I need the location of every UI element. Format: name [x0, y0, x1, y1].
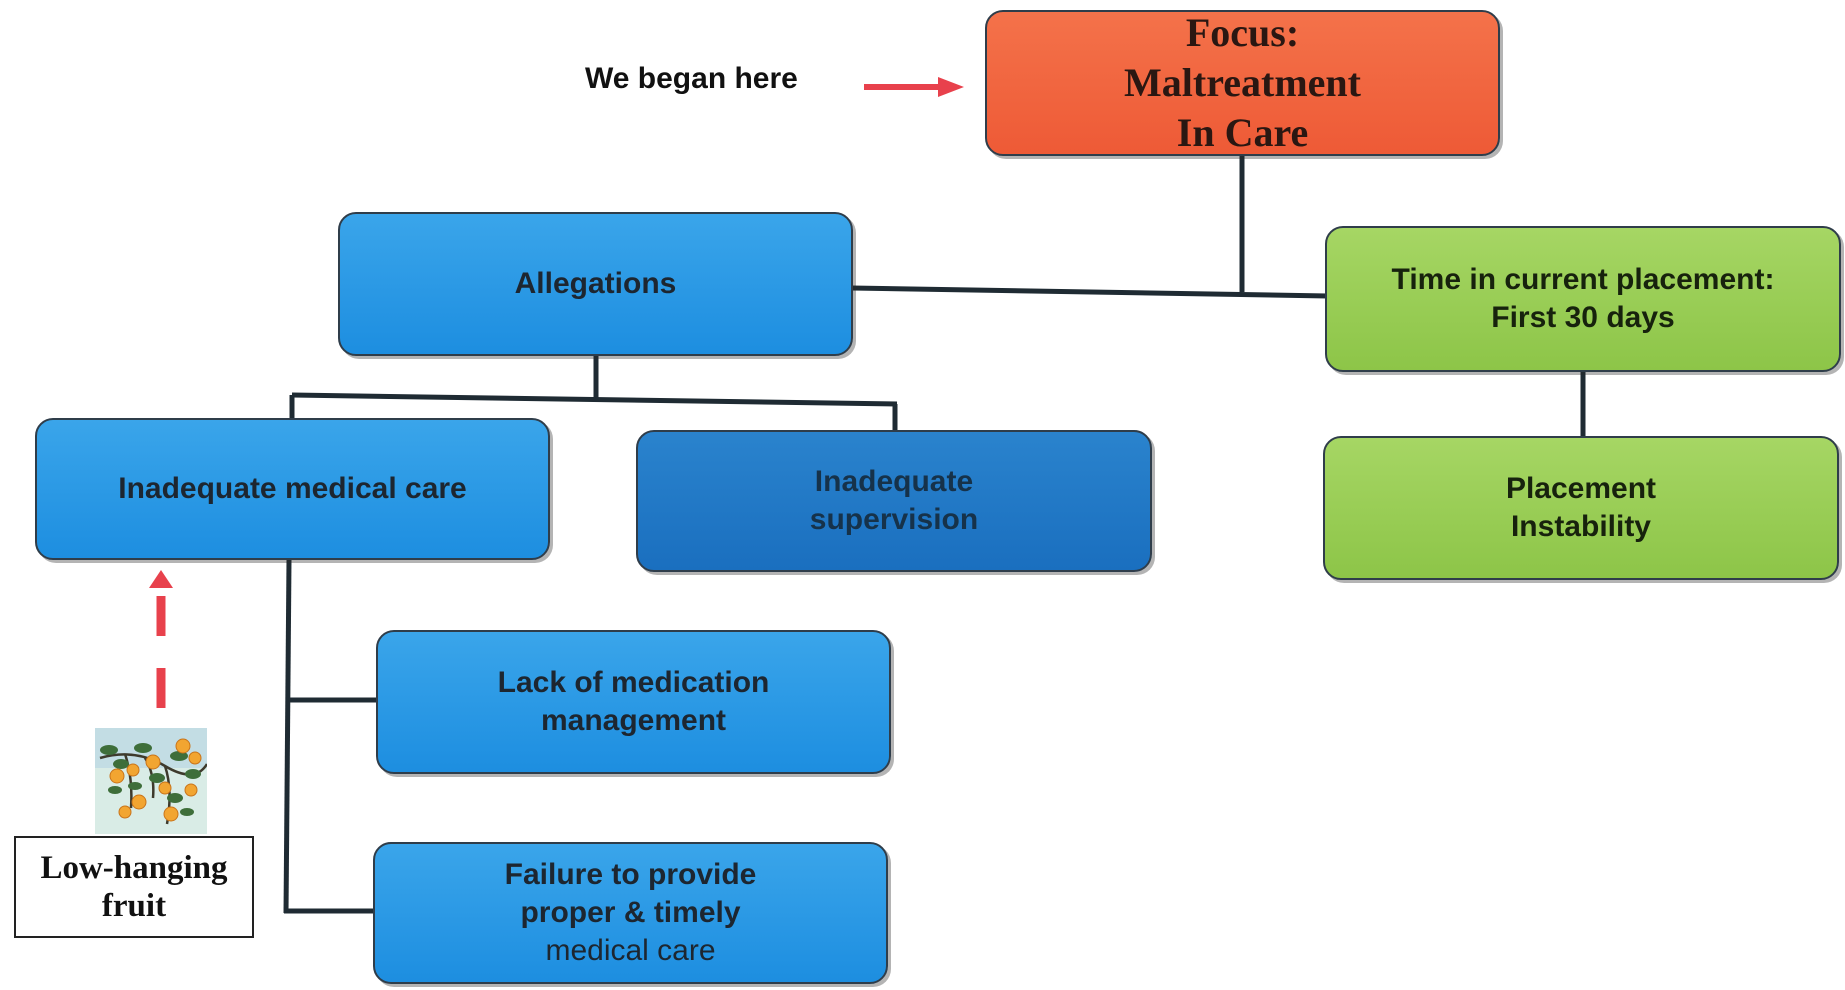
time-in-placement-box: Time in current placement: First 30 days [1325, 226, 1841, 372]
dashed-arrow-up-icon [149, 570, 173, 708]
connector-allegations-branch [291, 392, 898, 407]
arrow-right-icon [864, 77, 964, 97]
connector-allegations-time [851, 285, 1329, 299]
lack-of-medication-box: Lack of medication management [376, 630, 891, 774]
connector-medical-spine [283, 559, 292, 914]
focus-box: Focus: Maltreatment In Care [985, 10, 1500, 156]
low-hanging-fruit-label: Low-hanging fruit [14, 836, 254, 938]
failure-to-provide-line2: medical care [545, 934, 716, 967]
orange-tree-icon [95, 728, 207, 834]
inadequate-medical-care-box: Inadequate medical care [35, 418, 550, 560]
inadequate-supervision-box: Inadequate supervision [636, 430, 1152, 572]
start-note: We began here [585, 62, 798, 95]
failure-to-provide-box: Failure to provide proper & timely medic… [373, 842, 888, 984]
allegations-box: Allegations [338, 212, 853, 356]
placement-instability-box: Placement Instability [1323, 436, 1839, 580]
failure-to-provide-line1: Failure to provide proper & timely [504, 858, 757, 929]
